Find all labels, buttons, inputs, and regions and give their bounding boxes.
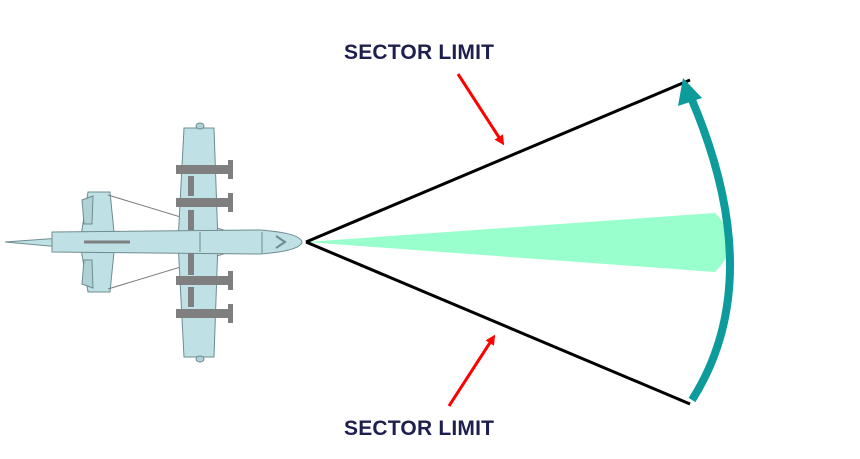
pointer-arrow-top bbox=[456, 73, 505, 146]
sector-limit-line-bottom bbox=[305, 240, 691, 406]
aircraft-top-view-icon bbox=[4, 122, 303, 363]
sweep-arrow-icon bbox=[678, 78, 734, 403]
sector-limit-label-bottom: SECTOR LIMIT bbox=[344, 417, 495, 440]
sector-limit-label-top: SECTOR LIMIT bbox=[344, 41, 495, 64]
sector-limit-line-top bbox=[305, 78, 691, 244]
radar-beam bbox=[306, 213, 730, 272]
pointer-arrow-bottom bbox=[447, 334, 496, 407]
